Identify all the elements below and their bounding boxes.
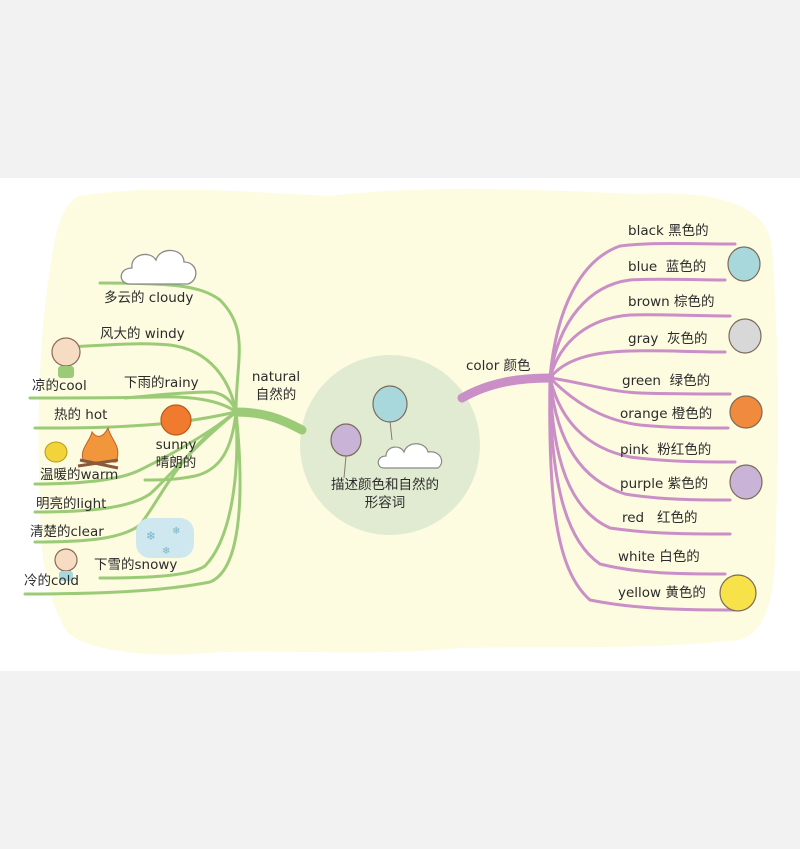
branch-brown — [548, 313, 732, 380]
natural-item-warm: 温暖的warm — [40, 467, 119, 483]
color-branches — [457, 242, 742, 612]
branch-warm — [33, 410, 238, 486]
natural-item-sunny: sunny 晴朗的 — [155, 437, 197, 471]
natural-item-cold: 冷的cold — [24, 573, 80, 589]
center-circle — [300, 355, 480, 535]
color-item-yellow: yellow 黄色的 — [618, 585, 706, 601]
balloon-yellow — [719, 574, 757, 612]
natural-trunk — [231, 407, 307, 435]
branch-purple — [548, 376, 732, 502]
branch-hot — [33, 410, 238, 430]
natural-item-clear: 清楚的clear — [30, 524, 104, 540]
center-cloud-icon — [377, 443, 443, 469]
lemon-icon — [44, 441, 68, 463]
branch-black — [548, 242, 737, 380]
natural-item-cloudy: 多云的 cloudy — [104, 290, 194, 306]
color-item-black: black 黑色的 — [628, 223, 709, 239]
shivering-person-icon — [54, 548, 78, 581]
cloud-icon — [120, 249, 197, 285]
natural-branches — [23, 281, 307, 596]
branch-yellow — [548, 376, 742, 612]
center-title: 描述颜色和自然的 形容词 — [331, 477, 439, 511]
balloon-gray — [728, 318, 762, 354]
branch-sunny — [143, 410, 238, 482]
branch-blue — [548, 277, 727, 380]
branch-pink — [548, 376, 737, 464]
natural-item-hot: 热的 hot — [54, 407, 108, 423]
balloon-orange — [729, 395, 763, 429]
branch-green — [548, 376, 732, 396]
snowflake-icon: ❄ ❄ ❄ — [136, 518, 194, 558]
branch-cold — [23, 410, 242, 596]
natural-item-rainy: 下雨的rainy — [124, 375, 199, 391]
balloon-blue — [727, 246, 761, 282]
natural-item-cool: 凉的cool — [32, 378, 87, 394]
center-balloon-blue — [372, 385, 408, 441]
color-item-pink: pink 粉红色的 — [620, 442, 712, 458]
branch-cool — [28, 395, 238, 414]
color-item-blue: blue 蓝色的 — [628, 259, 707, 275]
windblown-person-icon — [51, 337, 81, 378]
center-balloon-purple — [330, 423, 362, 479]
color-item-red: red 红色的 — [622, 510, 698, 526]
branch-red — [548, 376, 732, 536]
color-item-orange: orange 橙色的 — [620, 406, 713, 422]
branch-snowy — [98, 410, 239, 580]
color-trunk — [457, 373, 555, 403]
branch-orange — [548, 376, 730, 430]
svg-text:❄: ❄ — [146, 529, 156, 543]
svg-text:❄: ❄ — [172, 526, 180, 537]
natural-label: natural 自然的 — [251, 369, 301, 403]
color-item-white: white 白色的 — [618, 549, 700, 565]
color-item-brown: brown 棕色的 — [628, 294, 715, 310]
color-item-purple: purple 紫色的 — [620, 476, 709, 492]
natural-item-windy: 风大的 windy — [100, 326, 185, 342]
branch-windy — [68, 342, 238, 414]
balloon-purple — [729, 464, 763, 500]
color-item-gray: gray 灰色的 — [628, 331, 708, 347]
campfire-icon — [77, 426, 119, 470]
branch-gray — [548, 349, 727, 380]
color-item-green: green 绿色的 — [622, 373, 711, 389]
natural-item-snowy: 下雪的snowy — [94, 557, 178, 573]
svg-text:❄: ❄ — [162, 546, 170, 557]
color-label: color 颜色 — [466, 358, 531, 374]
branch-white — [548, 376, 727, 576]
natural-item-light: 明亮的light — [36, 496, 107, 512]
sun-icon — [160, 404, 192, 436]
